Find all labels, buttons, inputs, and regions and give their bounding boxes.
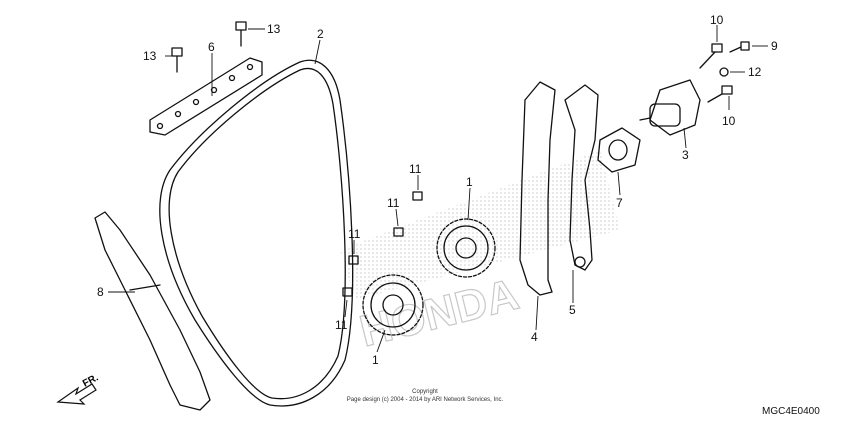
callout-10-top: 10 bbox=[710, 13, 724, 27]
part-7-gasket bbox=[597, 127, 641, 173]
callout-8: 8 bbox=[97, 285, 104, 299]
callout-9: 9 bbox=[771, 39, 778, 53]
part-13-bolt-left bbox=[171, 47, 183, 73]
callout-11-d: 11 bbox=[335, 318, 348, 332]
part-12-washer bbox=[719, 67, 729, 77]
callout-5: 5 bbox=[569, 303, 576, 317]
callout-2: 2 bbox=[317, 27, 324, 41]
callout-1-lower: 1 bbox=[372, 353, 379, 367]
part-11-bolt-1 bbox=[412, 191, 423, 201]
front-direction-arrow: FR. bbox=[56, 372, 101, 405]
part-3-tensioner-lifter bbox=[639, 79, 701, 136]
diagram-code: MGC4E0400 bbox=[762, 406, 820, 417]
callout-6: 6 bbox=[208, 40, 215, 54]
callout-13-top: 13 bbox=[267, 22, 281, 36]
part-6-guide-plate bbox=[149, 57, 263, 136]
part-4-chain-guide bbox=[519, 81, 556, 296]
part-10-bolt-bottom bbox=[707, 85, 733, 103]
part-9-bolt bbox=[729, 41, 750, 53]
part-5-chain-guide-b bbox=[564, 84, 599, 271]
part-11-bolt-2 bbox=[393, 227, 404, 237]
part-1-cam-sprocket-lower bbox=[362, 274, 424, 336]
copyright-line-2: Page design (c) 2004 - 2014 by ARI Netwo… bbox=[347, 397, 504, 403]
part-2-cam-chain bbox=[159, 59, 354, 407]
callout-3: 3 bbox=[682, 148, 689, 162]
part-1-cam-sprocket-upper bbox=[436, 218, 496, 278]
callout-7: 7 bbox=[616, 196, 623, 210]
callout-11-c: 11 bbox=[348, 227, 361, 241]
leader-lines bbox=[108, 25, 768, 353]
part-11-bolt-4 bbox=[342, 287, 353, 297]
part-11-bolt-3 bbox=[348, 255, 359, 265]
copyright-line-1: Copyright bbox=[412, 389, 438, 395]
callout-1-upper: 1 bbox=[466, 175, 473, 189]
honda-watermark: HONDA bbox=[340, 150, 620, 357]
callout-10-bottom: 10 bbox=[722, 114, 736, 128]
callout-11-a: 11 bbox=[409, 162, 422, 176]
part-13-bolt-top bbox=[235, 21, 247, 47]
callout-13-left: 13 bbox=[143, 49, 157, 63]
callout-4: 4 bbox=[531, 330, 538, 344]
part-10-bolt-top bbox=[699, 43, 723, 69]
part-8-tensioner-slider bbox=[94, 211, 211, 411]
callout-12: 12 bbox=[748, 65, 762, 79]
direction-label: FR. bbox=[81, 372, 101, 389]
callout-11-b: 11 bbox=[387, 196, 400, 210]
